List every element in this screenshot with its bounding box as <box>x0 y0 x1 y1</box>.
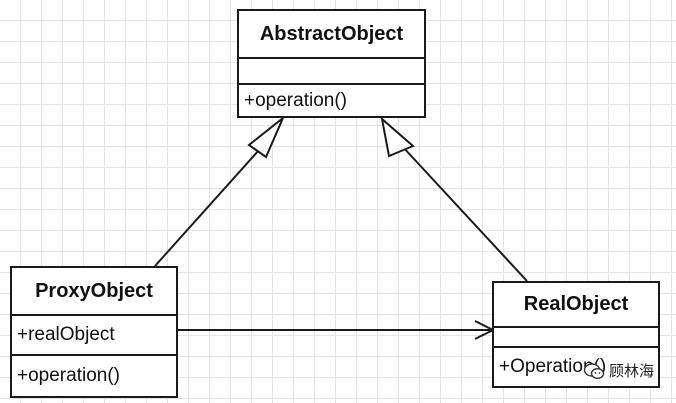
class-name: AbstractObject <box>239 11 424 59</box>
class-attributes <box>239 59 424 85</box>
class-attributes <box>494 328 658 348</box>
class-real-object: RealObject +Operation() <box>492 281 660 388</box>
wechat-icon <box>583 362 605 379</box>
proxy-generalization-arrowhead <box>247 117 284 159</box>
class-operations: +operation() <box>244 89 347 111</box>
proxy-generalization-line <box>154 139 269 267</box>
class-attributes: +realObject <box>12 316 176 356</box>
class-name: RealObject <box>494 283 658 328</box>
class-abstract-object: AbstractObject +operation() <box>237 9 426 118</box>
real-generalization-arrowhead <box>380 116 415 158</box>
class-operations: +Operation() <box>499 356 607 377</box>
real-generalization-line <box>401 145 528 282</box>
class-name: ProxyObject <box>12 268 176 316</box>
class-operations: +operation() <box>17 365 120 386</box>
class-proxy-object: ProxyObject +realObject +operation() <box>10 266 178 398</box>
watermark-text: 顾林海 <box>609 363 655 380</box>
watermark: 顾林海 <box>583 360 654 381</box>
